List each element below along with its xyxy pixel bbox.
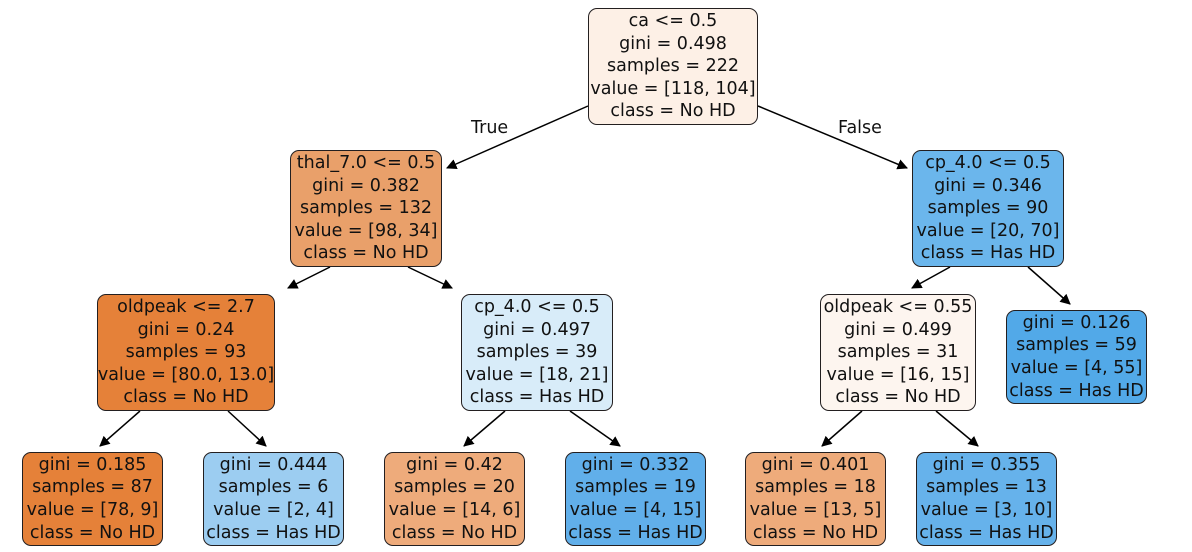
node-gini-text: gini = 0.126: [1022, 312, 1131, 333]
node-class-text: class = Has HD: [568, 522, 703, 543]
node-class-text: class = Has HD: [469, 387, 605, 408]
node-value-text: value = [80.0, 13.0]: [97, 364, 275, 385]
tree-edge-n3-n7: [99, 410, 141, 447]
node-samples-text: samples = 6: [218, 477, 329, 498]
node-class-text: class = No HD: [835, 387, 961, 408]
node-samples-text: samples = 90: [927, 198, 1049, 219]
node-condition-text: oldpeak <= 0.55: [823, 297, 973, 318]
node-gini-text: gini = 0.498: [619, 33, 727, 54]
tree-edge-n5-n11: [821, 410, 863, 447]
node-samples-text: samples = 93: [125, 342, 247, 363]
node-gini-text: gini = 0.185: [38, 454, 147, 475]
tree-edge-n5-n12: [935, 410, 979, 447]
node-samples-text: samples = 39: [476, 342, 598, 363]
node-condition-text: ca <= 0.5: [628, 11, 718, 32]
node-samples-text: samples = 87: [32, 477, 153, 498]
edge-label-true: True: [471, 118, 509, 138]
node-class-text: class = Has HD: [919, 522, 1054, 543]
tree-edge-n1-n3: [287, 266, 331, 289]
node-condition-text: cp_4.0 <= 0.5: [474, 297, 600, 318]
node-value-text: value = [14, 6]: [388, 500, 521, 520]
node-class-text: class = No HD: [610, 101, 736, 122]
node-value-text: value = [4, 15]: [569, 500, 702, 520]
node-value-text: value = [98, 34]: [294, 220, 438, 241]
node-class-text: class = Has HD: [206, 522, 341, 543]
node-value-text: value = [18, 21]: [465, 364, 609, 385]
node-gini-text: gini = 0.382: [312, 175, 420, 196]
node-gini-text: gini = 0.42: [406, 454, 503, 475]
node-value-text: value = [16, 15]: [826, 364, 970, 385]
node-samples-text: samples = 13: [926, 477, 1047, 498]
node-value-text: value = [4, 55]: [1010, 358, 1143, 378]
node-class-text: class = No HD: [391, 522, 518, 543]
node-value-text: value = [118, 104]: [590, 78, 756, 99]
node-class-text: class = No HD: [303, 243, 429, 264]
node-samples-text: samples = 59: [1016, 335, 1137, 356]
node-gini-text: gini = 0.401: [761, 454, 870, 475]
tree-edge-n2-n5: [911, 266, 951, 289]
tree-edge-n4-n9: [463, 410, 506, 447]
node-gini-text: gini = 0.499: [844, 319, 952, 340]
tree-edge-n1-n4: [407, 266, 453, 289]
node-condition-text: cp_4.0 <= 0.5: [925, 153, 1051, 174]
tree-edge-n0-n1: [446, 105, 589, 170]
node-gini-text: gini = 0.444: [219, 454, 328, 475]
node-class-text: class = Has HD: [1009, 380, 1144, 401]
node-class-text: class = No HD: [123, 387, 249, 408]
node-samples-text: samples = 222: [607, 56, 739, 77]
node-class-text: class = No HD: [29, 522, 156, 543]
node-samples-text: samples = 132: [300, 198, 432, 219]
tree-edges: [99, 105, 1071, 447]
node-condition-text: thal_7.0 <= 0.5: [296, 153, 436, 174]
node-value-text: value = [2, 4]: [213, 500, 334, 520]
node-value-text: value = [13, 5]: [749, 500, 882, 520]
tree-edge-n2-n6: [1027, 266, 1071, 305]
tree-edge-n3-n8: [227, 410, 267, 447]
node-value-text: value = [20, 70]: [916, 220, 1060, 241]
node-samples-text: samples = 20: [394, 477, 515, 498]
tree-edge-n4-n10: [569, 410, 621, 447]
node-class-text: class = Has HD: [920, 243, 1056, 264]
edge-label-false: False: [838, 118, 882, 138]
node-condition-text: oldpeak <= 2.7: [117, 297, 255, 318]
node-value-text: value = [3, 10]: [920, 500, 1053, 520]
node-gini-text: gini = 0.24: [137, 319, 235, 340]
tree-edge-n0-n2: [757, 105, 908, 170]
node-gini-text: gini = 0.497: [483, 319, 591, 340]
node-samples-text: samples = 31: [837, 342, 959, 363]
node-samples-text: samples = 19: [575, 477, 696, 498]
node-samples-text: samples = 18: [755, 477, 876, 498]
node-gini-text: gini = 0.355: [932, 454, 1041, 475]
node-value-text: value = [78, 9]: [26, 500, 159, 520]
node-gini-text: gini = 0.346: [934, 175, 1042, 196]
node-class-text: class = No HD: [752, 522, 879, 543]
node-gini-text: gini = 0.332: [581, 454, 690, 475]
